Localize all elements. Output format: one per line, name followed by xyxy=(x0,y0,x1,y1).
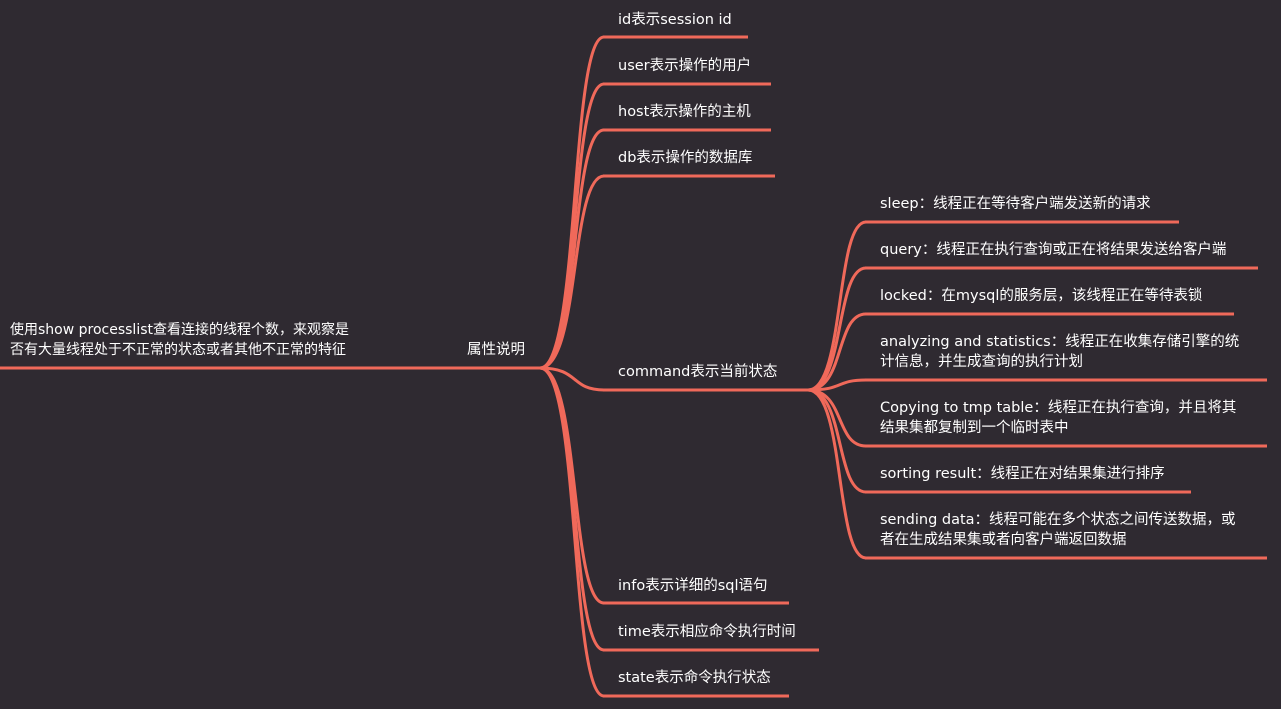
command-state-line: sorting result：线程正在对结果集进行排序 xyxy=(880,466,1165,482)
root-node[interactable]: 使用show processlist查看连接的线程个数，来观察是 否有大量线程处… xyxy=(10,320,349,360)
attribute-node-command[interactable]: command表示当前状态 xyxy=(618,364,778,380)
command-state-node[interactable]: sleep：线程正在等待客户端发送新的请求 xyxy=(880,194,1151,214)
command-state-line: sleep：线程正在等待客户端发送新的请求 xyxy=(880,196,1151,212)
edge-sorting xyxy=(806,388,868,494)
edge-state xyxy=(538,366,606,698)
attribute-node[interactable]: id表示session id xyxy=(618,12,732,28)
edge-sending xyxy=(806,388,868,560)
command-state-line: 计信息，并生成查询的执行计划 xyxy=(880,354,1083,370)
group-node-properties[interactable]: 属性说明 xyxy=(467,342,525,358)
command-state-line: 者在生成结果集或者向客户端返回数据 xyxy=(880,532,1127,548)
attribute-node[interactable]: db表示操作的数据库 xyxy=(618,150,753,166)
command-state-line: query：线程正在执行查询或正在将结果发送给客户端 xyxy=(880,242,1227,258)
command-state-node[interactable]: sorting result：线程正在对结果集进行排序 xyxy=(880,464,1165,484)
root-line-2: 否有大量线程处于不正常的状态或者其他不正常的特征 xyxy=(10,342,346,358)
command-state-node[interactable]: analyzing and statistics：线程正在收集存储引擎的统 计信… xyxy=(880,332,1239,372)
command-state-line: locked：在mysql的服务层，该线程正在等待表锁 xyxy=(880,288,1203,304)
attribute-node[interactable]: time表示相应命令执行时间 xyxy=(618,624,796,640)
command-state-line: sending data：线程可能在多个状态之间传送数据，或 xyxy=(880,512,1236,528)
attribute-node[interactable]: user表示操作的用户 xyxy=(618,58,752,74)
root-line-1: 使用show processlist查看连接的线程个数，来观察是 xyxy=(10,322,349,338)
edge-analyzing xyxy=(806,378,868,392)
edge-sleep xyxy=(806,220,868,392)
command-state-node[interactable]: query：线程正在执行查询或正在将结果发送给客户端 xyxy=(880,240,1226,260)
edge-id xyxy=(538,35,606,370)
edge-db xyxy=(538,174,606,370)
edge-command xyxy=(538,366,606,392)
command-state-node[interactable]: Copying to tmp table：线程正在执行查询，并且将其 结果集都复… xyxy=(880,398,1236,438)
attribute-node[interactable]: info表示详细的sql语句 xyxy=(618,578,768,594)
command-state-line: Copying to tmp table：线程正在执行查询，并且将其 xyxy=(880,400,1237,416)
attribute-node[interactable]: host表示操作的主机 xyxy=(618,104,751,120)
command-state-node[interactable]: sending data：线程可能在多个状态之间传送数据，或 者在生成结果集或者… xyxy=(880,510,1236,550)
edge-locked xyxy=(806,312,868,392)
attribute-node[interactable]: state表示命令执行状态 xyxy=(618,670,771,686)
edge-query xyxy=(806,266,868,392)
command-state-line: analyzing and statistics：线程正在收集存储引擎的统 xyxy=(880,334,1240,350)
command-state-line: 结果集都复制到一个临时表中 xyxy=(880,420,1069,436)
command-state-node[interactable]: locked：在mysql的服务层，该线程正在等待表锁 xyxy=(880,286,1202,306)
